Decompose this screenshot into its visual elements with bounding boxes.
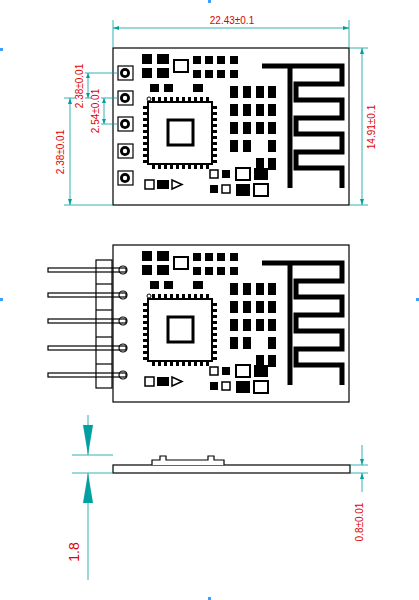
dimension-label: 2.54±0.01 bbox=[91, 88, 101, 134]
dimension-label: 22.43±0.1 bbox=[209, 16, 255, 26]
dimension-label: 14.91±0.1 bbox=[367, 104, 377, 150]
dimension-label: 2.38±0.01 bbox=[75, 63, 85, 109]
dimension-label: 2.38±0.01 bbox=[56, 129, 66, 175]
dimension-label: 0.8±0.01 bbox=[355, 502, 365, 543]
dimension-label: 1.8 bbox=[67, 541, 81, 562]
